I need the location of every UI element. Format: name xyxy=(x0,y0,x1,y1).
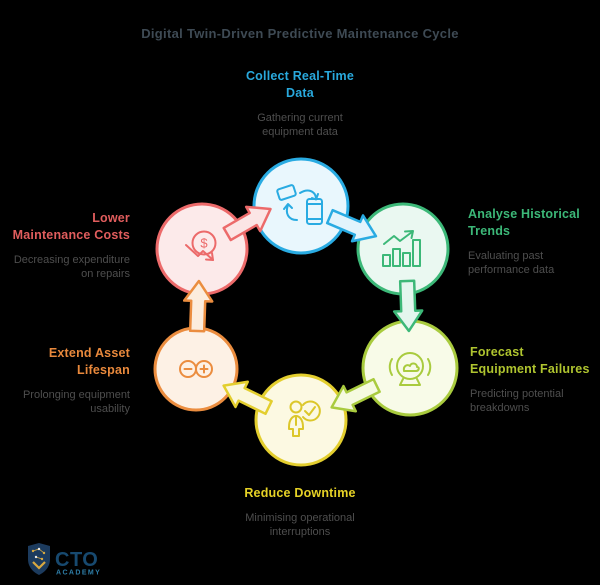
lower-costs-description: Decreasing expenditure on repairs xyxy=(13,253,130,281)
collect-data-node xyxy=(252,157,350,255)
forecast-failures-heading: Forecast Equipment Failures xyxy=(470,345,590,376)
forecast-failures-description: Predicting potential breakdowns xyxy=(470,387,564,415)
collect-data-description: Gathering current equipment data xyxy=(257,111,343,139)
reduce-downtime-heading: Reduce Downtime xyxy=(244,486,356,500)
logo-name: CTO xyxy=(55,549,98,571)
dollar-symbol: $ xyxy=(200,236,208,251)
extend-lifespan-heading: Extend Asset Lifespan xyxy=(48,346,130,377)
analyse-trends-heading: Analyse Historical Trends xyxy=(468,207,580,238)
cto-academy-logo: CTO ACADEMY xyxy=(28,543,101,577)
reduce-downtime-label: Reduce Downtime Minimising operational i… xyxy=(220,485,380,540)
collect-data-heading: Collect Real-Time Data xyxy=(245,69,355,100)
shield-icon xyxy=(28,543,50,575)
analyse-trends-label: Analyse Historical Trends Evaluating pas… xyxy=(468,206,588,278)
extend-lifespan-description: Prolonging equipment usability xyxy=(22,388,130,416)
analyse-trends-description: Evaluating past performance data xyxy=(468,249,555,277)
reduce-downtime-description: Minimising operational interruptions xyxy=(245,511,355,539)
logo-subtitle: ACADEMY xyxy=(56,570,101,577)
extend-lifespan-label: Extend Asset Lifespan Prolonging equipme… xyxy=(5,345,130,417)
lower-costs-heading: Lower Maintenance Costs xyxy=(12,211,130,242)
forecast-failures-label: Forecast Equipment Failures Predicting p… xyxy=(470,344,595,416)
infinity-plus-minus-icon xyxy=(179,360,213,378)
sync-devices-icon xyxy=(276,184,323,225)
person-check-icon xyxy=(288,400,321,437)
forecast-failures-node xyxy=(361,319,459,417)
crystal-ball-icon xyxy=(388,352,432,386)
lower-costs-label: Lower Maintenance Costs Decreasing expen… xyxy=(5,210,130,282)
diagram-title: Digital Twin-Driven Predictive Maintenan… xyxy=(141,26,459,41)
bar-chart-trend-icon xyxy=(382,230,421,267)
dollar-decrease-icon: $ xyxy=(185,230,217,261)
collect-data-label: Collect Real-Time Data Gathering current… xyxy=(230,68,370,140)
